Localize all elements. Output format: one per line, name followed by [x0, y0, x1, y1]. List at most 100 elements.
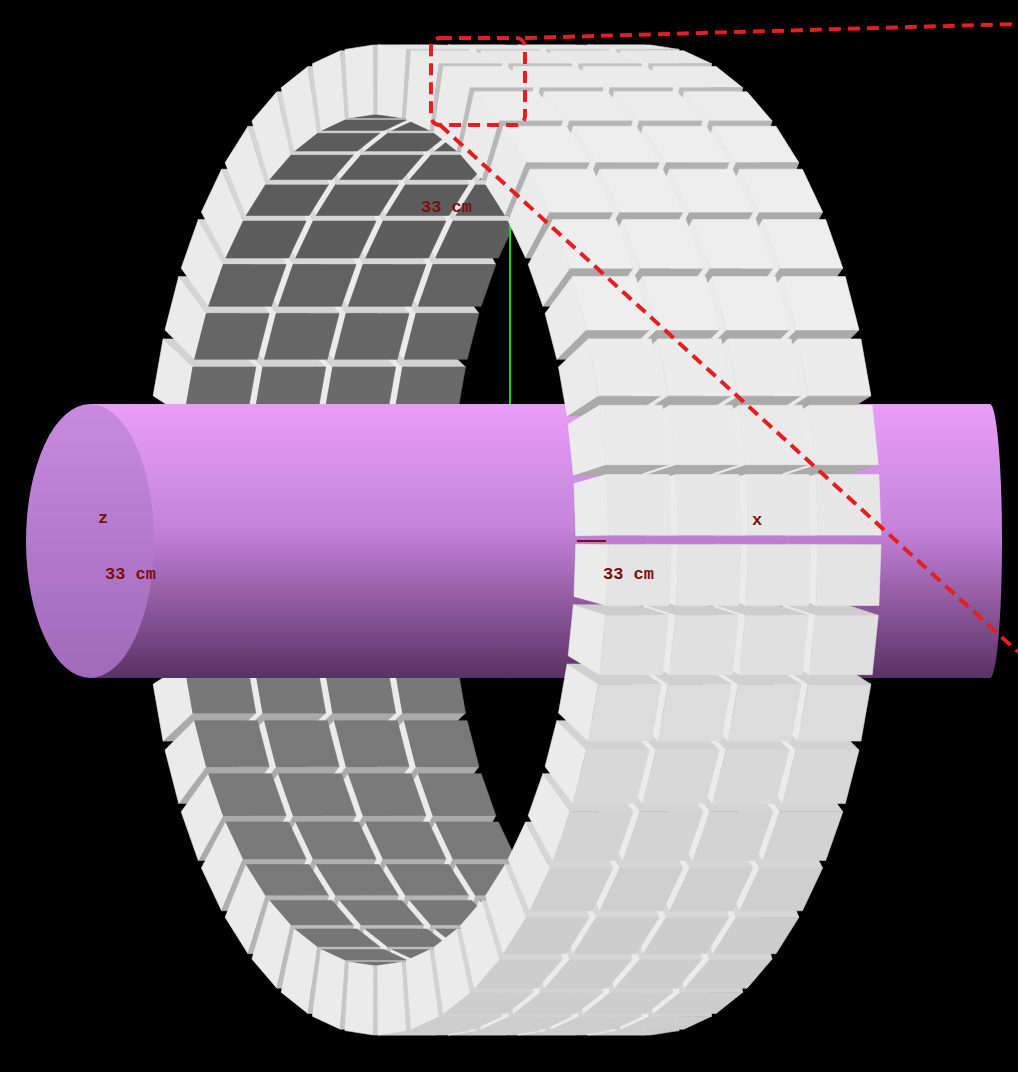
detector-block-face — [739, 405, 808, 464]
detector-block-face — [573, 750, 650, 803]
detector-block-face — [658, 684, 731, 741]
detector-block-face — [798, 339, 871, 396]
dimension-label: 33 cm — [421, 199, 472, 218]
detector-block-face — [345, 45, 374, 118]
detector-block-face — [312, 950, 345, 1030]
detector-block-face — [693, 220, 773, 269]
detector-block-face — [278, 265, 356, 307]
detector-block-face — [600, 615, 669, 674]
detector-block-face — [312, 51, 345, 131]
detector-block-face — [782, 750, 859, 803]
detector-block-face — [713, 750, 790, 803]
zoom-leader — [440, 125, 1018, 652]
detector-block-face — [348, 774, 426, 816]
detector-block-face — [670, 405, 739, 464]
detector-block-face — [436, 221, 516, 258]
detector-block-face — [226, 221, 306, 258]
x-axis-tick — [577, 540, 606, 542]
detector-block-face — [436, 822, 516, 859]
detector-block-face — [739, 615, 808, 674]
detector-block-face — [623, 220, 703, 269]
detector-block-face — [195, 721, 270, 767]
detector-block-face — [334, 313, 409, 359]
detector-block-face — [713, 917, 799, 953]
detector-block-face — [378, 962, 407, 1035]
detector-block-face — [553, 220, 633, 269]
detector-block-face — [296, 221, 376, 258]
detector-block-face — [643, 917, 729, 953]
detector-block-face — [816, 475, 881, 536]
detector-block-face — [404, 721, 479, 767]
detector-block-face — [226, 822, 306, 859]
detector-block-face — [573, 126, 659, 162]
detector-block-face — [264, 313, 339, 359]
detector-block-face — [316, 184, 399, 215]
detector-block-face — [264, 721, 339, 767]
cylinder-cap — [26, 404, 154, 678]
detector-block-face — [600, 405, 669, 464]
detector-block-face — [600, 868, 683, 911]
zoom-leader — [525, 24, 1018, 38]
detector-block-face — [378, 45, 407, 118]
detector-block-face — [713, 126, 799, 162]
detector-block-face — [568, 405, 605, 475]
detector-block-face — [623, 812, 703, 861]
axis-label: x — [752, 512, 762, 531]
detector-block-face — [740, 868, 823, 911]
detector-block-face — [246, 184, 329, 215]
detector-block-face — [246, 865, 329, 896]
detector-block-face — [386, 865, 469, 896]
detector-block-face — [600, 169, 683, 212]
detector-block-face — [746, 545, 811, 606]
detector-block-face — [713, 277, 790, 330]
detector-block-face — [676, 545, 741, 606]
dimension-label: 33 cm — [105, 566, 156, 585]
detector-block-face — [746, 475, 811, 536]
detector-block-face — [670, 615, 739, 674]
detector-block-face — [670, 868, 753, 911]
detector-block-face — [809, 615, 878, 674]
detector-block-face — [798, 684, 871, 741]
detector-block-face — [763, 812, 843, 861]
zoom-box — [431, 38, 525, 125]
detector-block-face — [574, 475, 608, 536]
detector-block-face — [568, 605, 605, 675]
detector-block-face — [278, 774, 356, 816]
detector-block-face — [404, 313, 479, 359]
detector-block-face — [693, 812, 773, 861]
detector-block-face — [366, 822, 446, 859]
detector-block-face — [316, 865, 399, 896]
detector-block-face — [334, 721, 409, 767]
detector-block-face — [345, 962, 374, 1035]
detector-block-face — [418, 774, 496, 816]
detector-block-face — [296, 822, 376, 859]
near-blocks — [345, 45, 881, 1035]
detector-block-face — [676, 475, 741, 536]
detector-block-face — [763, 220, 843, 269]
detector-block-face — [573, 917, 659, 953]
detector-block-face — [366, 221, 446, 258]
dimension-label: 33 cm — [603, 566, 654, 585]
detector-block-face — [503, 126, 589, 162]
detector-block-face — [728, 684, 801, 741]
detector-block-face — [195, 313, 270, 359]
detector-block-face — [553, 812, 633, 861]
detector-block-face — [728, 339, 801, 396]
detector-block-face — [503, 917, 589, 953]
detector-block-face — [740, 169, 823, 212]
detector-block-face — [530, 868, 613, 911]
detector-block-face — [670, 169, 753, 212]
axis-label: z — [98, 510, 108, 529]
detector-block-face — [530, 169, 613, 212]
detector-block-face — [209, 265, 287, 307]
detector-block-face — [782, 277, 859, 330]
detector-block-face — [658, 339, 731, 396]
detector-block-face — [643, 750, 720, 803]
detector-block-face — [606, 475, 671, 536]
cylinder-body — [90, 404, 1002, 678]
detector-block-face — [209, 774, 287, 816]
detector-block-face — [588, 339, 661, 396]
